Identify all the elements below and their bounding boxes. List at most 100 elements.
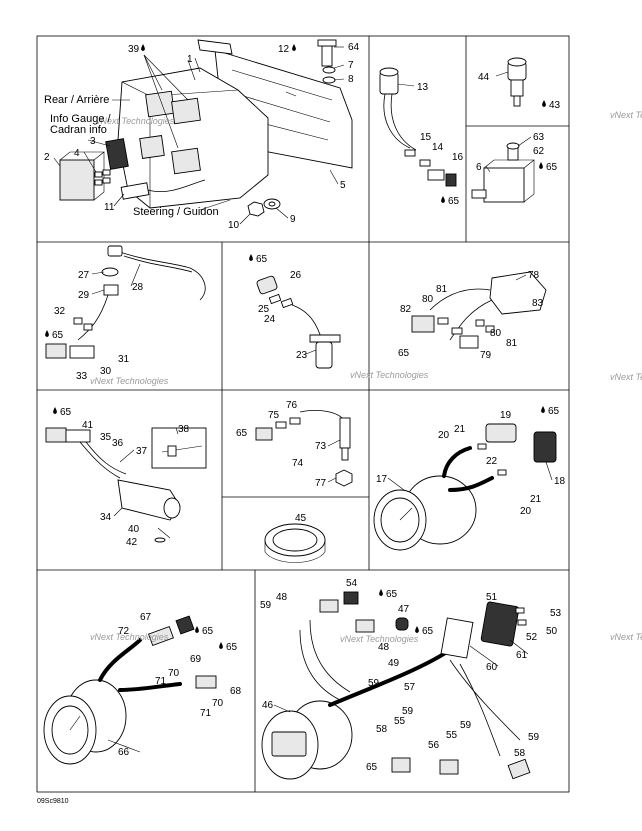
section-labels: Rear / Arrière Info Gauge / Cadran info … (37, 94, 231, 805)
callout: 80 (422, 294, 434, 305)
callout: 71 (200, 708, 212, 719)
callout: 19 (500, 410, 512, 421)
watermarks: vNext Technologies vNext Technologies vN… (90, 110, 642, 644)
callout: 59 (368, 678, 380, 689)
watermark: vNext Technologies (610, 110, 642, 120)
callout: 60 (486, 662, 498, 673)
callout: 75 (268, 410, 280, 421)
watermark: vNext Technologies (340, 634, 419, 644)
callout: 62 (533, 146, 545, 157)
callout: 65 (256, 254, 268, 265)
callout: 35 (100, 432, 112, 443)
sensor-assembly-34 (45, 427, 207, 543)
gauge-46-harness (261, 591, 531, 780)
watermark: vNext Technologies (90, 376, 169, 386)
callout: 8 (348, 74, 354, 85)
callout: 20 (438, 430, 450, 441)
droplet-icon (195, 626, 199, 633)
callout: 48 (378, 642, 390, 653)
callout: 39 (128, 44, 140, 55)
callout: 44 (478, 72, 490, 83)
droplet-icon (539, 162, 543, 169)
watermark: vNext Technologies (350, 370, 429, 380)
callout: 73 (315, 441, 327, 452)
callout: 40 (128, 524, 140, 535)
callout: 77 (315, 478, 327, 489)
callout: 69 (190, 654, 202, 665)
callout: 46 (262, 700, 274, 711)
sensor-assembly-13 (379, 67, 457, 187)
droplet-icon (415, 626, 419, 633)
callout: 9 (290, 214, 296, 225)
callout: 70 (212, 698, 224, 709)
callout: 2 (44, 152, 50, 163)
callout: 65 (202, 626, 214, 637)
callout: 65 (60, 407, 72, 418)
droplet-icon (542, 100, 546, 107)
droplet-icon (249, 254, 253, 261)
callout: 49 (388, 658, 400, 669)
indicator-module (59, 159, 95, 201)
callout: 32 (54, 306, 66, 317)
callout: 59 (528, 732, 540, 743)
callout: 26 (290, 270, 302, 281)
callout: 34 (100, 512, 112, 523)
callout: 64 (348, 42, 360, 53)
callout: 28 (132, 282, 144, 293)
callout: 29 (78, 290, 90, 301)
droplet-icon (441, 196, 445, 203)
callout: 52 (526, 632, 538, 643)
callout: 55 (394, 716, 406, 727)
callout: 65 (548, 406, 560, 417)
callout: 65 (236, 428, 248, 439)
footer-code: 09Sc9810 (37, 798, 69, 805)
callout: 83 (532, 298, 544, 309)
callout: 22 (486, 456, 498, 467)
watermark: vNext Technologies (90, 632, 169, 642)
callout: 42 (126, 537, 138, 548)
callout: 20 (520, 506, 532, 517)
droplet-icon (379, 589, 383, 596)
callout: 65 (398, 348, 410, 359)
callout: 65 (448, 196, 460, 207)
callout: 38 (178, 424, 190, 435)
callout: 45 (295, 513, 307, 524)
callout: 55 (446, 730, 458, 741)
callout: 54 (346, 578, 358, 589)
callout: 76 (286, 400, 298, 411)
callout: 21 (454, 424, 466, 435)
panel-frames (36, 35, 570, 793)
callout: 67 (140, 612, 152, 623)
callout: 50 (546, 626, 558, 637)
callout: 36 (112, 438, 124, 449)
callout: 63 (533, 132, 545, 143)
callout: 10 (228, 220, 240, 231)
callout: 81 (436, 284, 448, 295)
callout: 47 (398, 604, 410, 615)
callout: 82 (400, 304, 412, 315)
callout: 80 (490, 328, 502, 339)
callout: 51 (486, 592, 498, 603)
droplet-icons (45, 44, 546, 649)
callout: 11 (104, 202, 115, 213)
callout: 4 (74, 148, 80, 159)
fitting-44 (507, 57, 527, 107)
callout: 65 (226, 642, 238, 653)
module-78 (411, 271, 547, 349)
callout: 7 (348, 60, 354, 71)
callout: 79 (480, 350, 492, 361)
label-rear: Rear / Arrière (44, 94, 109, 106)
callout: 33 (76, 371, 88, 382)
callout: 65 (422, 626, 434, 637)
callout: 30 (100, 366, 112, 377)
droplet-icon (141, 44, 145, 51)
label-steering: Steering / Guidon (133, 206, 219, 218)
droplet-icon (53, 407, 57, 414)
callout: 58 (514, 748, 526, 759)
callout: 12 (278, 44, 290, 55)
dashboard-assembly (59, 39, 353, 217)
callout: 53 (550, 608, 562, 619)
droplet-icon (219, 642, 223, 649)
ring-45 (264, 523, 326, 563)
